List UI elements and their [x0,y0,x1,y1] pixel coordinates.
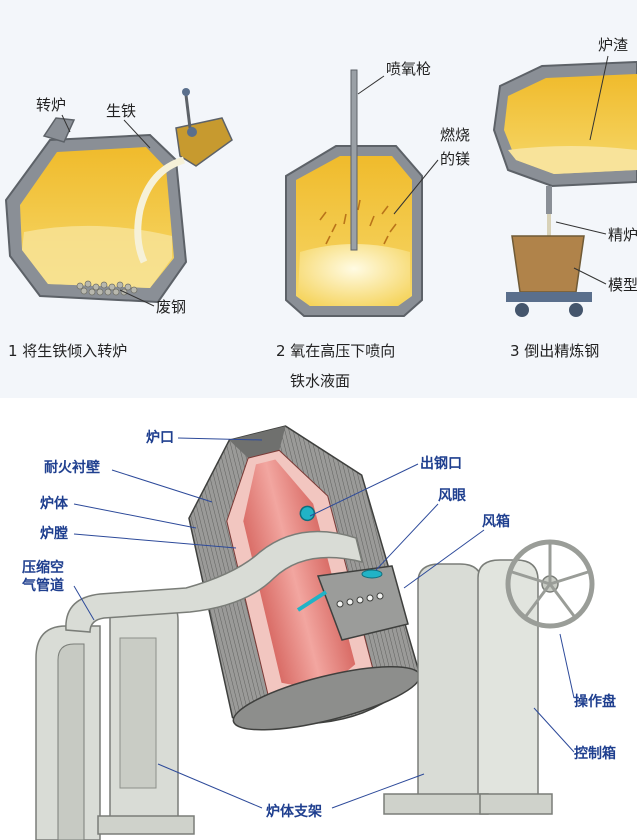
molten-surface [22,225,172,288]
pig-iron-ladle [175,117,233,167]
leader-tap-hole [309,463,419,517]
leader-converter [61,114,71,133]
label-furnace-body: 炉体 [40,495,69,512]
caption-step2-line2: 铁水液面 [290,372,350,390]
step1-converter: 转炉 生铁 废钢 1 将生铁倾入转炉 [4,88,233,360]
leader-tuyere [375,503,439,571]
label-slag: 炉渣 [598,36,628,54]
leader-furnace-mouth [177,437,263,441]
leader-refined-steel [555,221,607,235]
furnace-chamber [243,459,356,686]
operating-wheel [505,539,595,629]
label-compressed-air-1: 压缩空 [22,559,64,576]
label-tuyere: 风眼 [438,488,466,504]
caption-step1: 1 将生铁倾入转炉 [8,342,127,360]
ladle-hook-icon [182,88,190,96]
label-wind-box: 风箱 [482,513,510,530]
mold-cart [506,292,592,302]
step2-converter: 喷氧枪 燃烧 的镁 2 氧在高压下喷向 铁水液面 [276,60,470,390]
compressed-air-pipe-support [35,625,101,840]
leader-scrap [119,289,155,307]
label-refined-steel: 精炉 [608,226,637,244]
burning-magnesium-sparks [319,199,397,245]
wind-box [296,565,409,641]
converter-structure: 炉口 耐火衬壁 炉体 炉膛 压缩空 气管道 出钢口 风眼 风箱 操作盘 控制箱 … [0,398,637,840]
label-pig-iron: 生铁 [106,102,136,120]
cart-wheel-icon [569,303,583,317]
leader-compressed-air [73,585,95,621]
label-oxygen-lance: 喷氧枪 [386,60,431,78]
slag-layer [508,146,637,174]
tap-spout [546,186,552,214]
scrap-steel-pile [76,280,138,296]
leader-support-frame-left [157,763,263,809]
leader-burning-mg [393,159,439,215]
left-support-stand [97,597,195,835]
leader-wind-box [403,529,485,589]
label-furnace-chamber: 炉膛 [40,525,68,542]
caption-step3: 3 倒出精炼钢 [510,342,599,360]
molten-iron-surface [298,244,410,306]
tuyere-icon [361,569,383,579]
tuyere-channel [296,590,328,612]
tuyere-holes [336,592,384,608]
ladle-pivot-icon [187,127,197,137]
leader-furnace-body [73,503,197,529]
converter-process-steps: 转炉 生铁 废钢 1 将生铁倾入转炉 喷氧枪 燃烧 的镁 2 氧在高压下喷向 铁… [0,0,637,398]
leader-mold [573,267,607,285]
leader-oxygen-lance [357,75,385,95]
label-furnace-mouth: 炉口 [146,429,174,446]
label-mold: 模型 [608,276,637,294]
label-refractory-lining: 耐火衬壁 [44,459,100,476]
compressed-air-pipe [65,530,364,633]
leader-support-frame-right [331,773,425,809]
label-tap-hole: 出钢口 [420,455,462,472]
leader-slag [589,55,609,141]
tap-hole-icon [299,505,316,522]
step3-converter: 炉渣 精炉 模型 3 倒出精炼钢 [492,36,637,360]
oxygen-lance [350,69,358,251]
label-support-frame: 炉体支架 [266,803,322,820]
cart-wheel-icon [515,303,529,317]
right-support-stand [383,559,553,815]
leader-refractory-lining [111,469,213,503]
ingot-mold [511,235,585,293]
label-control-box: 控制箱 [574,745,616,762]
converter-structure-illustration: 炉口 耐火衬壁 炉体 炉膛 压缩空 气管道 出钢口 风眼 风箱 操作盘 控制箱 … [21,425,616,840]
leader-pig-iron [123,119,151,149]
process-steps-illustration: 转炉 生铁 废钢 1 将生铁倾入转炉 喷氧枪 燃烧 的镁 2 氧在高压下喷向 铁… [4,36,637,390]
leader-operating-wheel [559,633,575,699]
label-burning-mg-1: 燃烧 [440,126,470,144]
label-operating-wheel: 操作盘 [574,693,616,710]
label-compressed-air-2: 气管道 [21,577,64,594]
pig-iron-stream [134,156,186,264]
caption-step2-line1: 2 氧在高压下喷向 [276,342,395,360]
ladle-hanger [184,94,192,129]
label-converter: 转炉 [36,96,66,114]
converter-vessel [188,425,421,731]
label-burning-mg-2: 的镁 [440,150,470,168]
leader-furnace-chamber [73,533,237,549]
leader-control-box [533,707,575,753]
label-scrap: 废钢 [156,298,186,316]
furnace-mouth-rim [229,426,286,459]
